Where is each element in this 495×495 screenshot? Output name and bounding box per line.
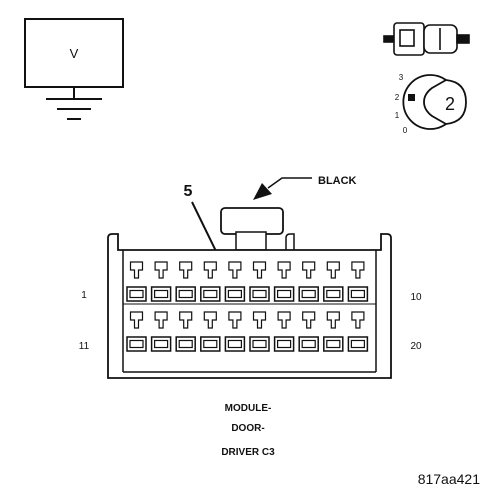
connector-color-label: BLACK xyxy=(318,175,357,187)
pin-cavity-11 xyxy=(126,311,147,352)
pin-cavity-8 xyxy=(298,261,319,302)
pin-cavity-13 xyxy=(175,311,196,352)
pin-label-row1-end: 10 xyxy=(410,292,422,303)
pin-row-2 xyxy=(126,311,369,352)
pin-cavity-2 xyxy=(150,261,172,302)
voltmeter-symbol: V xyxy=(24,18,124,88)
pin-cavity-19 xyxy=(323,311,344,352)
pin-label-row2-end: 20 xyxy=(410,341,422,352)
connector-shell xyxy=(107,233,392,379)
callout-pin-label: 5 xyxy=(184,183,193,200)
meter-label: V xyxy=(70,46,79,61)
pin-cavity-15 xyxy=(224,311,246,352)
caption-line-2: DOOR- xyxy=(231,423,264,434)
pin-label-row2-start: 11 xyxy=(79,341,90,352)
key-number: 2 xyxy=(445,94,455,114)
ignition-key-icon: 3 2 1 0 2 xyxy=(395,73,467,135)
ground-icon xyxy=(46,87,102,120)
pin-row-1 xyxy=(126,261,369,302)
pin-cavity-6 xyxy=(249,261,270,302)
key-position-0: 0 xyxy=(403,126,408,135)
pin-label-row1-start: 1 xyxy=(81,290,87,301)
pin-cavity-3 xyxy=(175,261,196,302)
test-probe-icon xyxy=(383,22,470,56)
connector-caption: MODULE- DOOR- DRIVER C3 xyxy=(221,403,275,458)
connector-c3: 1 10 11 20 xyxy=(79,207,422,379)
pin-cavity-16 xyxy=(249,311,270,352)
pin-cavity-17 xyxy=(273,311,295,352)
key-position-1: 1 xyxy=(395,111,400,120)
connector-latch xyxy=(220,207,284,235)
pin-cavity-10 xyxy=(347,261,369,302)
pin-cavity-1 xyxy=(126,261,147,302)
pin-cavity-14 xyxy=(200,311,221,352)
pin-cavity-18 xyxy=(298,311,319,352)
color-leader-line xyxy=(267,177,312,189)
key-position-3: 3 xyxy=(399,73,404,82)
pin-cavity-9 xyxy=(323,261,344,302)
pin-cavity-12 xyxy=(150,311,172,352)
caption-line-1: MODULE- xyxy=(225,403,272,414)
figure-id: 817aa421 xyxy=(418,471,481,487)
caption-line-3: DRIVER C3 xyxy=(221,447,275,458)
pin-cavity-4 xyxy=(200,261,221,302)
pin-cavity-7 xyxy=(273,261,295,302)
color-leader-arrow xyxy=(253,183,272,200)
pin-cavity-20 xyxy=(347,311,369,352)
pin-cavity-5 xyxy=(224,261,246,302)
key-position-2: 2 xyxy=(395,93,400,102)
